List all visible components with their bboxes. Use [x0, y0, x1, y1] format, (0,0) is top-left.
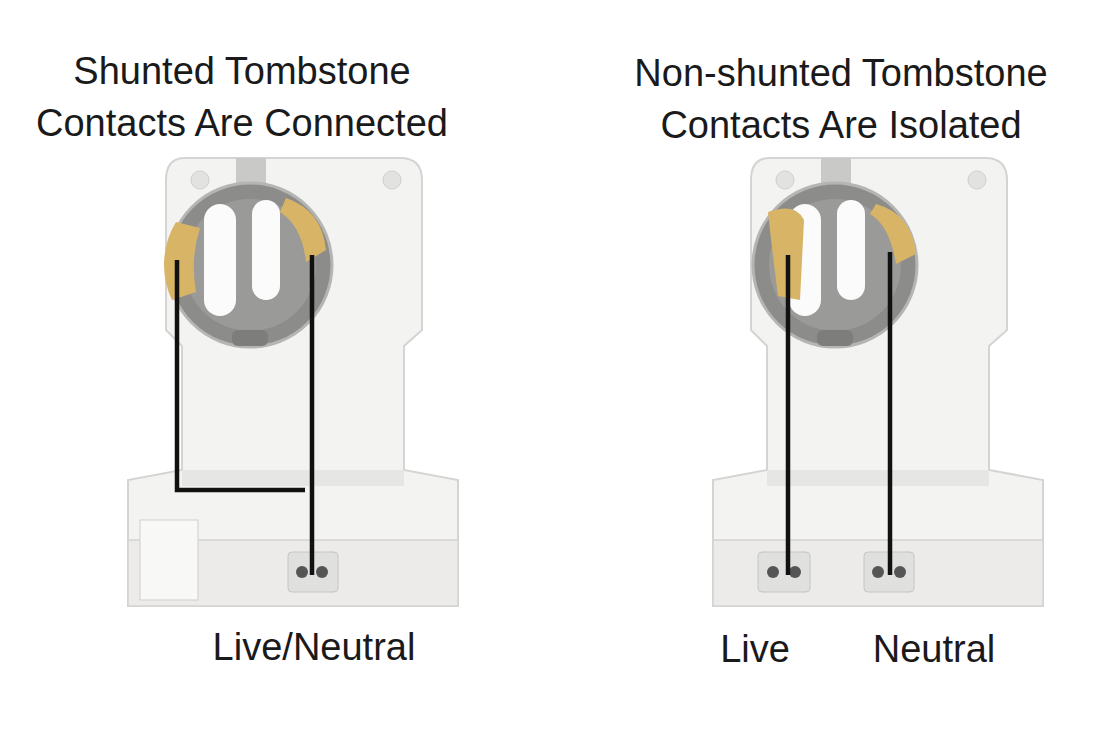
wire	[310, 255, 315, 575]
non-shunted-holder	[713, 158, 1043, 606]
terminal-label: Live/Neutral	[164, 624, 464, 670]
brass-contact	[280, 198, 326, 262]
wire	[888, 252, 893, 575]
wire	[786, 255, 791, 575]
heading-label: Non-shunted Tombstone Contacts Are Isola…	[593, 47, 1089, 151]
terminal-label: Live	[675, 626, 835, 672]
terminal-label: Neutral	[824, 626, 1044, 672]
heading-label: Shunted Tombstone Contacts Are Connected	[2, 45, 482, 149]
base-window	[140, 520, 198, 600]
brass-contact	[164, 222, 200, 300]
shunted-holder	[128, 158, 458, 606]
wire-socket	[758, 552, 810, 592]
brass-contact	[870, 204, 916, 264]
shunt-wire	[177, 260, 305, 490]
